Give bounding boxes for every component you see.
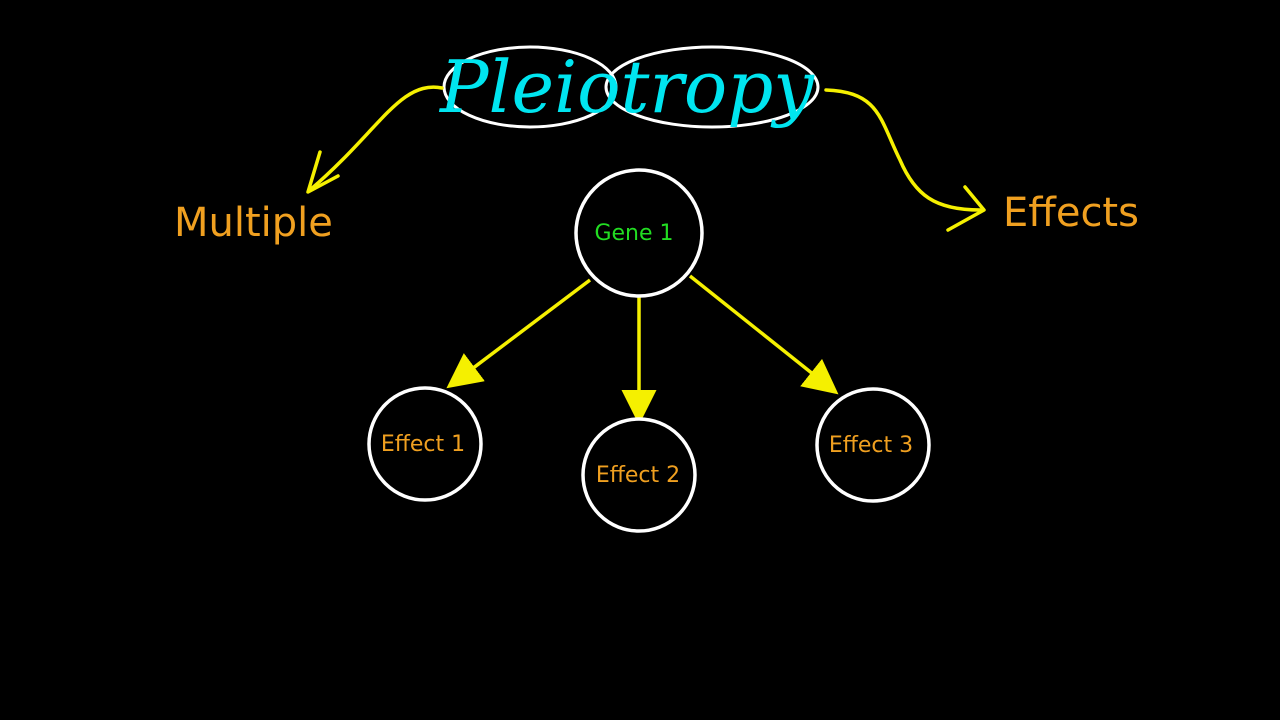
effect-node-3: [815, 387, 931, 503]
title-ellipse-right: [604, 45, 820, 129]
arrow-gene-to-effect-3: [688, 274, 839, 395]
effect-label-3: Effect 3: [829, 433, 913, 458]
arrow-to-multiple: [308, 85, 444, 192]
gene-label: Gene 1: [594, 221, 673, 246]
title: Pleiotropy: [438, 45, 815, 129]
effect-label-1: Effect 1: [381, 432, 465, 457]
arrowhead-effects: [946, 185, 986, 232]
effect-node-2: [581, 417, 697, 533]
right-word: Effects: [1003, 190, 1139, 236]
title-ellipse-left: [442, 45, 618, 129]
gene-node: [574, 168, 704, 298]
arrow-gene-to-effect-1: [446, 278, 592, 389]
arrowhead-multiple: [306, 150, 340, 194]
arrow-to-effects: [824, 88, 982, 212]
effect-node-1: [367, 386, 483, 502]
left-word: Multiple: [174, 200, 333, 246]
effect-label-2: Effect 2: [596, 463, 680, 488]
